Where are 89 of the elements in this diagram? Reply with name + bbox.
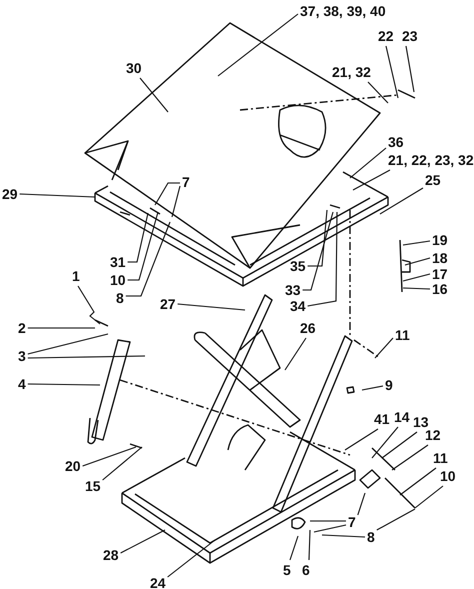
callout-number: 2 [18,320,26,336]
leader-line [140,78,168,112]
leader-line [357,492,366,516]
callout-number: 25 [425,172,441,188]
leader-line [382,432,418,458]
callout-number: 8 [367,529,375,545]
leader-line [284,338,306,370]
callout-number: 4 [18,376,26,392]
leader-line [154,182,180,206]
leader-line [392,444,428,470]
callout-number: 24 [150,575,166,589]
callout-number: 37, 38, 39, 40 [300,3,386,19]
callout-number: 7 [182,174,190,190]
callout-number: 21, 22, 23, 32 [388,152,474,168]
callout-number: 8 [116,290,124,306]
callout-number: 18 [432,250,448,266]
leader-line [126,222,171,297]
callout-number: 36 [388,134,404,150]
callout-number: 35 [290,258,306,274]
callout-number: 5 [283,562,291,578]
callout-number: 9 [385,377,393,393]
callout-number: 34 [290,298,306,314]
callout-number: 10 [440,468,456,484]
callout-number: 6 [302,562,310,578]
leader-line [28,355,145,359]
callout-number: 11 [395,327,410,343]
leader-line [414,486,444,508]
leader-line [380,188,424,214]
leader-line [344,428,378,450]
callout-number: 29 [2,186,18,202]
leader-line [302,212,334,291]
leader-line [310,520,346,522]
leader-line [289,536,299,560]
leader-line [404,257,430,266]
callout-number: 26 [300,320,316,336]
callout-number: 33 [285,282,301,298]
leader-line [308,210,328,267]
leader-line [218,14,298,76]
leader-line [28,333,108,355]
callout-number: 31 [110,254,126,270]
callout-number: 15 [85,478,101,494]
callout-number: 19 [432,232,448,248]
leader-line [362,385,384,391]
callout-number: 20 [65,458,81,474]
leader-line [400,468,436,496]
leader-line [128,212,149,263]
callout-number: 7 [348,514,356,530]
leader-line [178,303,246,311]
callout-number: 10 [110,272,126,288]
leader-line [372,426,398,458]
leader-line [102,446,142,480]
leader-line [352,170,390,190]
callout-number: 13 [413,414,429,430]
leader-line [322,534,366,538]
callout-number: 1 [72,268,80,284]
leader-line [308,530,311,560]
leader-line [82,446,136,467]
callout-number: 11 [433,450,448,466]
callout-number: 27 [160,296,176,312]
callout-number: 3 [18,348,26,364]
callout-number: 21, 32 [332,64,371,80]
leader-line [314,524,346,533]
leader-line [78,286,100,324]
leader-line [20,193,96,198]
leader-line [376,508,416,530]
leader-line [28,327,95,329]
leader-line [405,46,415,92]
leader-line [350,148,386,178]
leader-line [128,212,159,281]
leader-line [368,82,388,104]
callout-number: 16 [432,281,448,297]
leader-line [120,530,166,554]
leader-line [402,273,430,282]
callout-number: 41 [374,411,390,427]
leader-line [385,46,399,98]
leader-line [28,383,100,386]
callout-number: 22 [378,28,394,44]
leader-line [402,240,430,246]
leader-line [308,212,338,307]
callout-number: 23 [402,28,418,44]
callout-number: 28 [103,547,119,563]
leader-line [402,287,430,290]
callout-number: 14 [394,409,410,425]
callout-number: 12 [425,427,441,443]
leader-line [374,338,394,358]
callout-number: 30 [126,60,142,76]
leader-line [171,186,181,218]
callout-number: 17 [432,266,448,282]
leader-line [167,540,216,578]
